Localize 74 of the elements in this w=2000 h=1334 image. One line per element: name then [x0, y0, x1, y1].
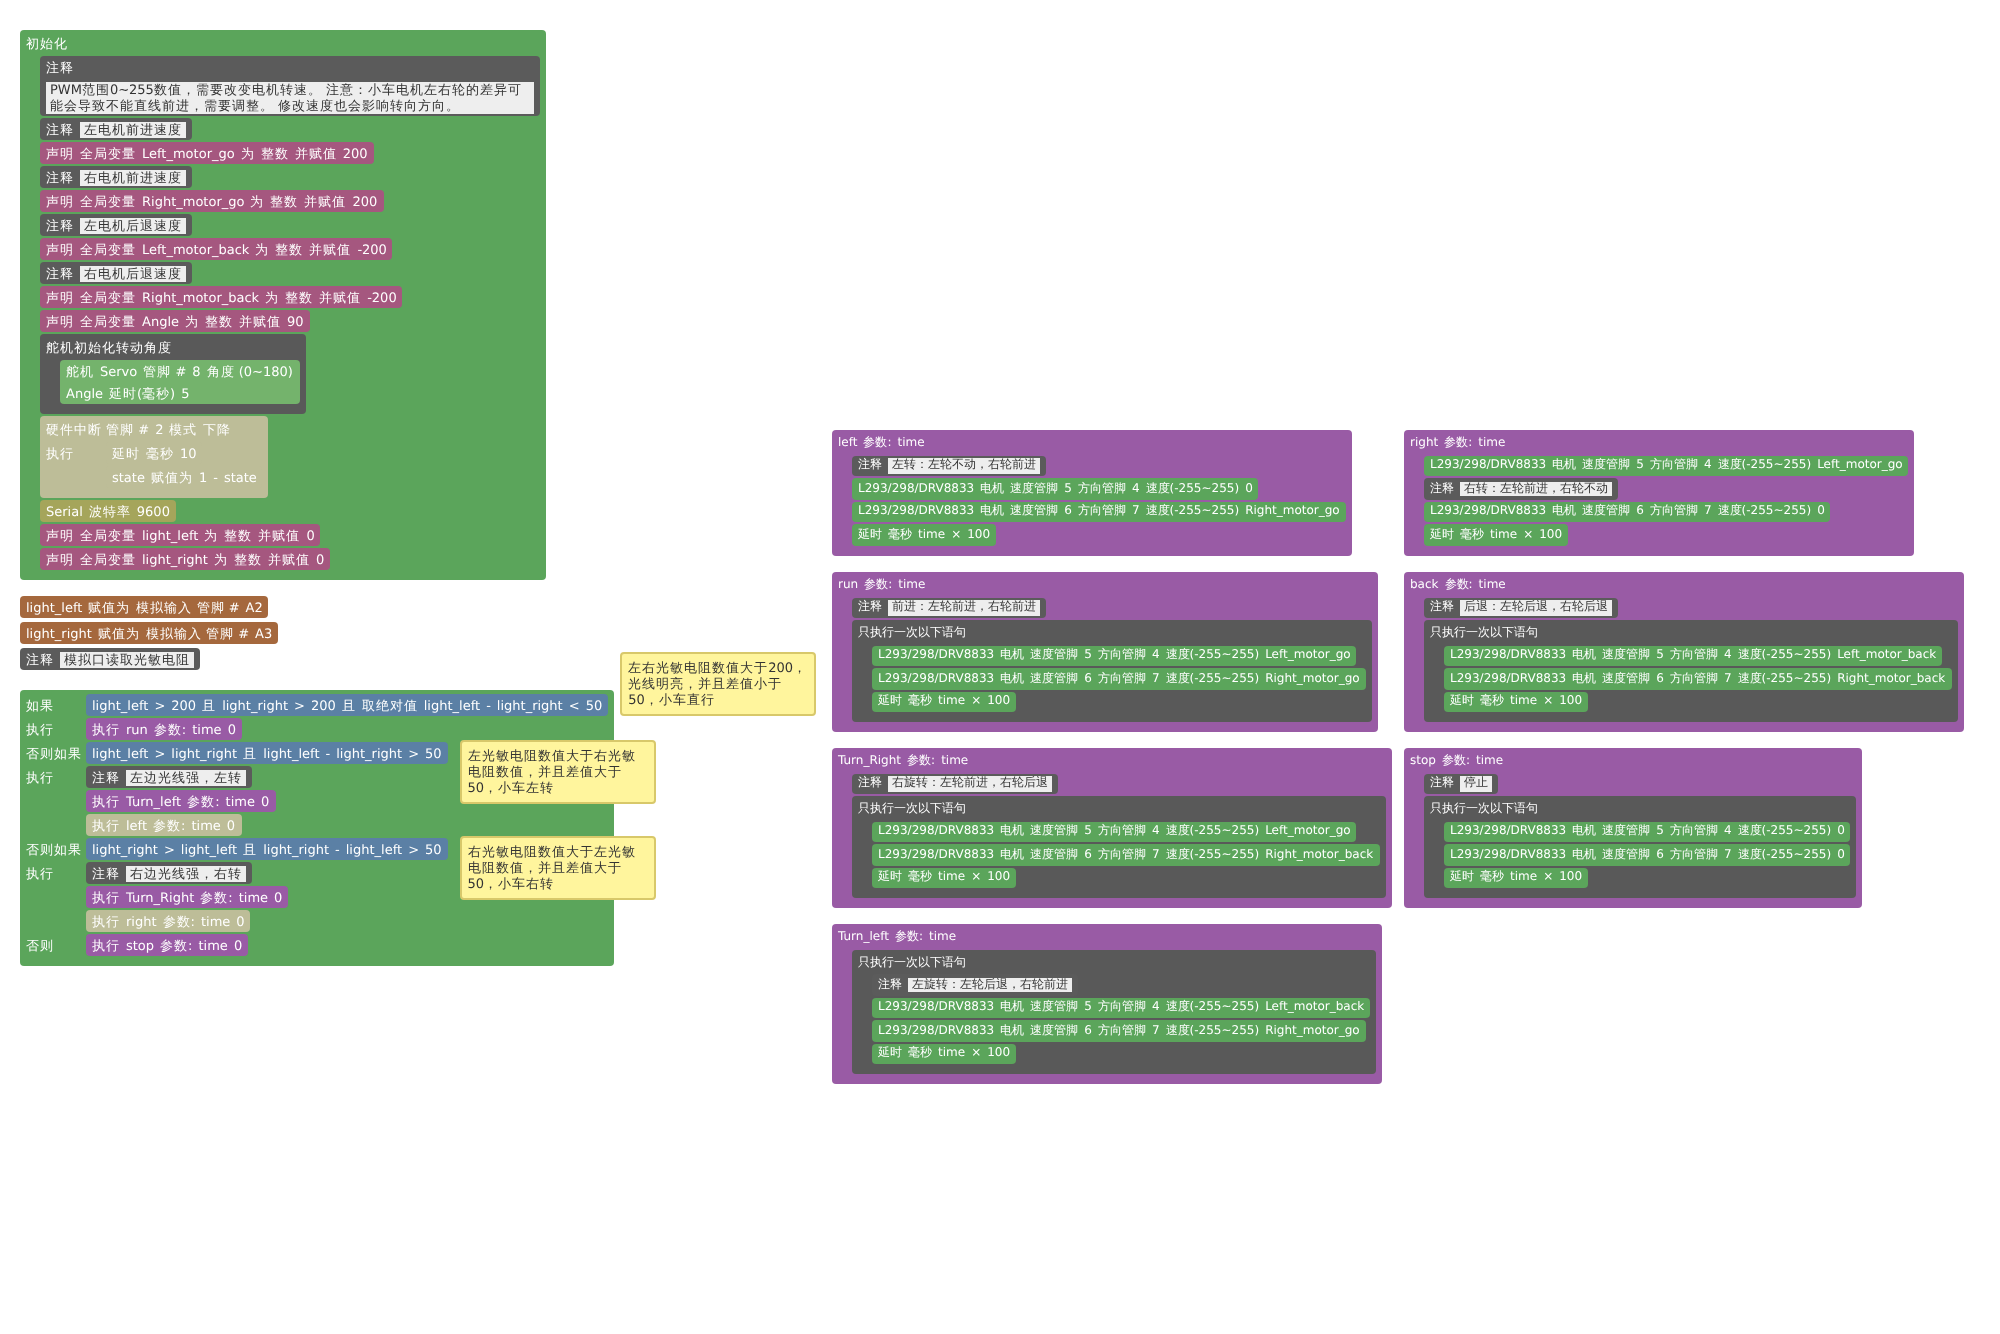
procedure-block [86, 790, 276, 812]
code-block [1424, 501, 1831, 522]
code-block [1444, 645, 1943, 666]
procedure-block [832, 748, 1392, 908]
variable-block [40, 310, 310, 332]
comment-block [40, 214, 192, 236]
procedure-block [1404, 430, 1915, 555]
code-block [1444, 691, 1589, 712]
variable-block [40, 238, 393, 260]
disabled-block [86, 814, 242, 836]
comment-block [20, 648, 200, 670]
procedure-block [86, 934, 249, 956]
variable-block [40, 524, 321, 546]
code-block [872, 844, 1380, 865]
code-block [852, 478, 1259, 499]
loop-block [1424, 620, 1958, 722]
procedure-block [832, 430, 1352, 555]
disabled-block [86, 910, 251, 932]
variable-block [40, 190, 384, 212]
procedure-block [1404, 572, 1964, 732]
comment-block [852, 773, 1058, 794]
loop-block [1424, 796, 1857, 898]
code-block [872, 867, 1017, 888]
procedure-block [1404, 748, 1863, 908]
comment-block [40, 118, 192, 140]
code-block [852, 501, 1346, 522]
disabled-block [40, 416, 269, 498]
condition-block [86, 838, 448, 860]
code-block [872, 668, 1366, 689]
comment-block [1424, 597, 1618, 618]
loop-block [40, 334, 306, 414]
comment-block [40, 166, 192, 188]
code-block [1444, 668, 1952, 689]
code-block [1424, 455, 1909, 476]
code-block [852, 524, 997, 545]
comment-block [852, 455, 1046, 476]
variable-block [40, 286, 403, 308]
sticky-note [459, 836, 656, 900]
code-block [1444, 867, 1589, 888]
procedure-block [832, 924, 1383, 1084]
assign-block [20, 596, 269, 618]
code-block [872, 821, 1357, 842]
procedure-block [86, 718, 242, 740]
serial-block [40, 500, 176, 522]
code-block [872, 645, 1357, 666]
variable-block [40, 548, 331, 570]
procedure-block [832, 572, 1378, 732]
comment-block [1424, 773, 1498, 794]
comment-block [40, 262, 192, 284]
loop-block [852, 796, 1386, 898]
code-block [872, 997, 1371, 1018]
loop-block [852, 949, 1377, 1074]
code-block [872, 1020, 1366, 1041]
assign-block [20, 622, 279, 644]
sticky-note [620, 652, 817, 716]
code-block [1424, 524, 1569, 545]
code-block [872, 691, 1017, 712]
loop-block [852, 620, 1372, 722]
comment-block [86, 862, 252, 884]
servo-block [60, 360, 300, 404]
procedure-block [86, 886, 289, 908]
code-block [1444, 821, 1851, 842]
condition-block [86, 742, 448, 764]
code-block [20, 30, 546, 580]
variable-block [40, 142, 374, 164]
comment-block [40, 56, 540, 116]
sticky-note [459, 740, 656, 804]
comment-block [86, 766, 252, 788]
code-block [872, 1043, 1017, 1064]
condition-block [86, 694, 609, 716]
comment-block [1424, 478, 1618, 499]
comment-block [852, 597, 1046, 618]
comment-block [872, 974, 1078, 995]
code-block [1444, 844, 1851, 865]
